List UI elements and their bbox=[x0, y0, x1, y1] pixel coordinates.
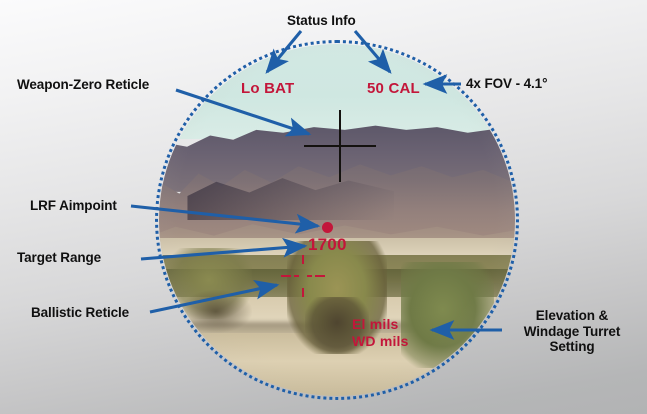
ballistic-tick-right-inner bbox=[307, 275, 312, 277]
callout-ballistic-reticle: Ballistic Reticle bbox=[31, 305, 130, 320]
callout-target-range: Target Range bbox=[17, 250, 102, 265]
scope-view bbox=[159, 44, 515, 396]
osd-low-battery: Lo BAT bbox=[241, 80, 295, 97]
ballistic-tick-left-outer bbox=[281, 275, 291, 277]
osd-ammo-profile: 50 CAL bbox=[367, 80, 420, 97]
ballistic-reticle-icon bbox=[281, 255, 325, 297]
ballistic-tick-bottom bbox=[302, 288, 304, 297]
callout-turret-line1: Elevation & bbox=[535, 308, 609, 323]
vignette-haze bbox=[159, 44, 515, 396]
ballistic-tick-left-inner bbox=[294, 275, 299, 277]
scene-image bbox=[159, 44, 515, 396]
callout-turret-line2: Windage Turret bbox=[523, 323, 621, 339]
osd-target-range: 1700 bbox=[308, 235, 347, 254]
osd-windage-mils: WD mils bbox=[352, 333, 409, 349]
zero-reticle-vertical bbox=[339, 110, 341, 182]
ballistic-tick-right-outer bbox=[315, 275, 325, 277]
callout-status-info: Status Info bbox=[287, 13, 356, 28]
callout-weapon-zero-reticle: Weapon-Zero Reticle bbox=[17, 77, 150, 92]
lrf-aimpoint-icon bbox=[322, 222, 333, 233]
osd-turret-setting: El mils WD mils bbox=[352, 316, 409, 350]
callout-fov: 4x FOV - 4.1° bbox=[466, 76, 548, 91]
weapon-zero-reticle-icon bbox=[304, 110, 376, 182]
bush-right bbox=[401, 262, 494, 368]
osd-elevation-mils: El mils bbox=[352, 316, 399, 332]
ballistic-tick-top bbox=[302, 255, 304, 264]
bush-center-shadow bbox=[304, 297, 370, 354]
callout-lrf-aimpoint: LRF Aimpoint bbox=[30, 198, 117, 213]
callout-turret-line3: Setting bbox=[549, 339, 595, 354]
callout-turret-setting: Elevation & Windage Turret Setting bbox=[507, 308, 637, 355]
